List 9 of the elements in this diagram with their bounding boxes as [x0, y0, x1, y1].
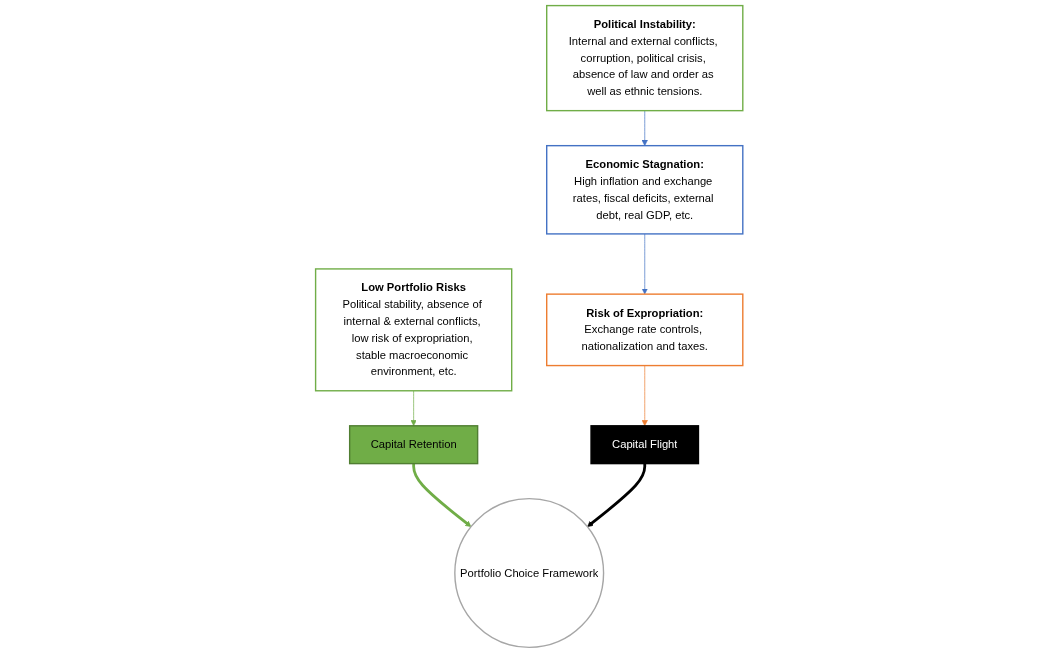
node-box: Low Portfolio Risks Political stability, absence of internal & external conflicts, low risk of expropriation, stable macroeconomic environment, etc. — [314, 268, 513, 392]
node-box: Capital Retention — [348, 425, 479, 465]
node-box: Political Instability: Internal and external conflicts, corruption, political crisis, absence of law and order as well as ethnic tensions. — [545, 4, 744, 112]
node-box: Economic Stagnation: High inflation and exchange rates, fiscal deficits, external debt, real GDP, etc. — [545, 144, 744, 235]
node-box: Risk of Expropriation: Exchange rate controls, nationalization and taxes. — [545, 293, 744, 367]
arrow — [586, 463, 646, 527]
arrow — [412, 463, 472, 527]
node-circle: Portfolio Choice Framework — [453, 497, 605, 649]
node-box: Capital Flight — [590, 425, 699, 465]
